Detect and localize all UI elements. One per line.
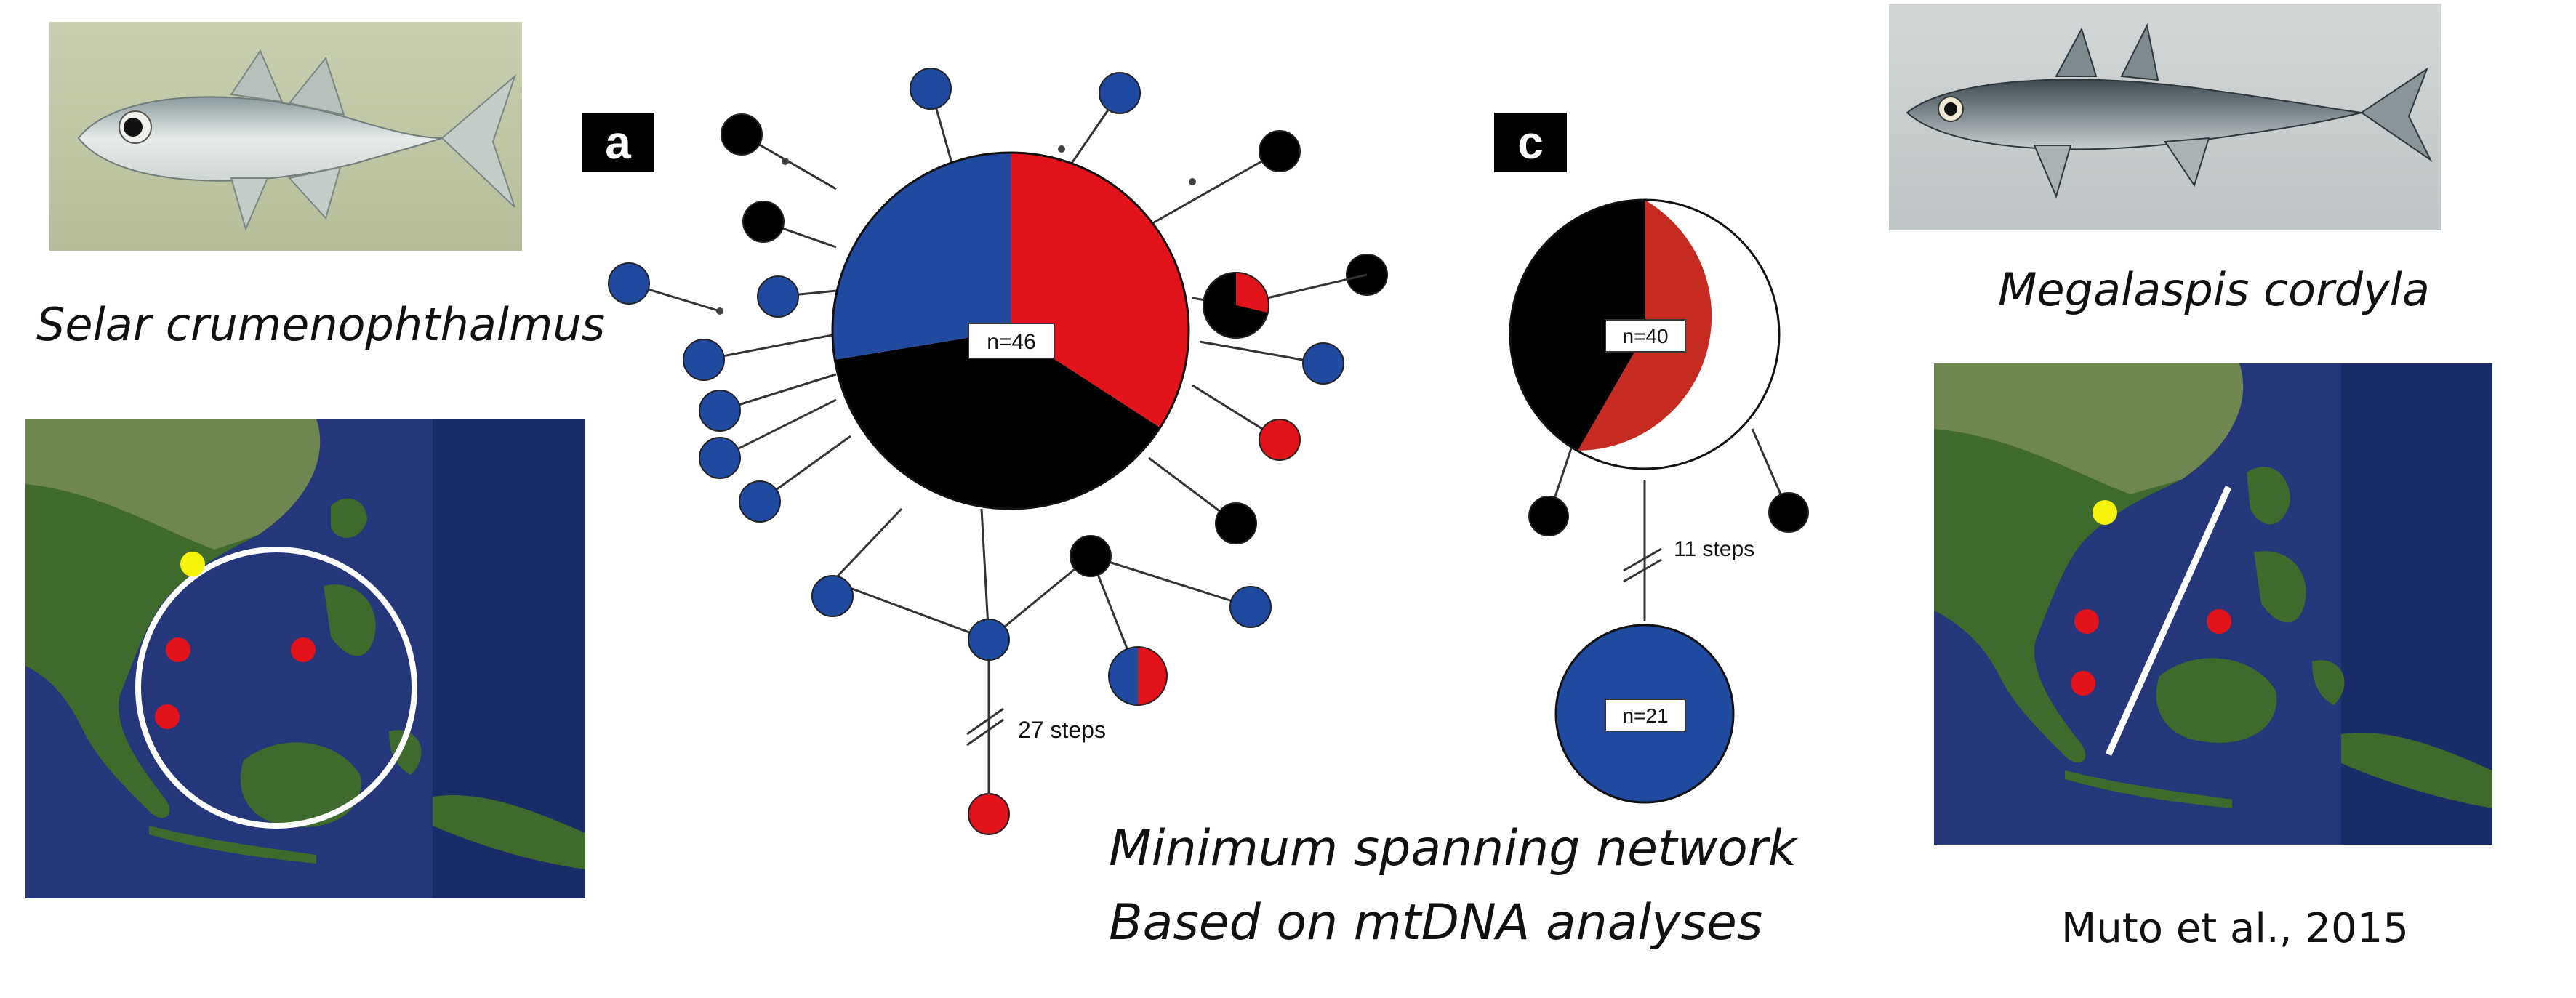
map-left xyxy=(25,419,585,898)
fish-photo-megalaspis xyxy=(1889,4,2441,230)
steps-label-c: 11 steps xyxy=(1674,537,1754,561)
bottom-label-box xyxy=(1605,699,1686,732)
panel-tag-c: c xyxy=(1494,113,1567,172)
network-c-edges xyxy=(1547,428,1790,621)
steps-label-a: 27 steps xyxy=(1018,717,1106,743)
site-dot-yellow xyxy=(2093,500,2117,525)
mixed-haplotype-black-red xyxy=(1203,272,1269,339)
mixed-haplotype-blue-red xyxy=(1108,646,1168,706)
map-right xyxy=(1934,363,2492,845)
top-label-box xyxy=(1605,319,1686,353)
species-name-right: Megalaspis cordyla xyxy=(1998,263,2430,316)
barrier-line xyxy=(2105,486,2232,756)
network-c: n=40 11 steps n=21 xyxy=(1509,198,1809,804)
selar-fish-illustration xyxy=(49,22,522,251)
network-a-central-pie xyxy=(831,151,1190,510)
top-label-c: n=40 xyxy=(1622,325,1668,347)
citation: Muto et al., 2015 xyxy=(2061,905,2409,952)
panel-tag-a: a xyxy=(582,113,654,172)
species-name-left: Selar crumenophthalmus xyxy=(36,298,606,351)
southeast-asia-map-right xyxy=(1934,363,2492,845)
site-dot-red xyxy=(155,704,180,729)
southeast-asia-map-left xyxy=(25,419,585,898)
caption-line-2: Based on mtDNA analyses xyxy=(1109,894,1763,951)
site-dot-red xyxy=(2071,671,2095,696)
site-dot-red xyxy=(166,637,190,662)
fish-photo-selar xyxy=(49,22,522,251)
network-a: n=46 27 steps xyxy=(608,68,1388,835)
site-dot-red xyxy=(2074,609,2099,634)
site-dot-yellow xyxy=(180,552,205,576)
site-dot-red xyxy=(2207,609,2231,634)
region-circle xyxy=(135,547,417,829)
caption-line-1: Minimum spanning network xyxy=(1109,820,1797,877)
haplotype-black xyxy=(1768,492,1809,533)
center-label-box xyxy=(968,323,1055,359)
network-a-haplotypes xyxy=(608,68,1388,835)
center-label-a: n=46 xyxy=(987,330,1036,354)
haplotype-black xyxy=(1528,496,1569,536)
megalaspis-fish-illustration xyxy=(1889,4,2441,230)
bottom-label-c: n=21 xyxy=(1622,704,1668,727)
site-dot-red xyxy=(291,637,316,662)
